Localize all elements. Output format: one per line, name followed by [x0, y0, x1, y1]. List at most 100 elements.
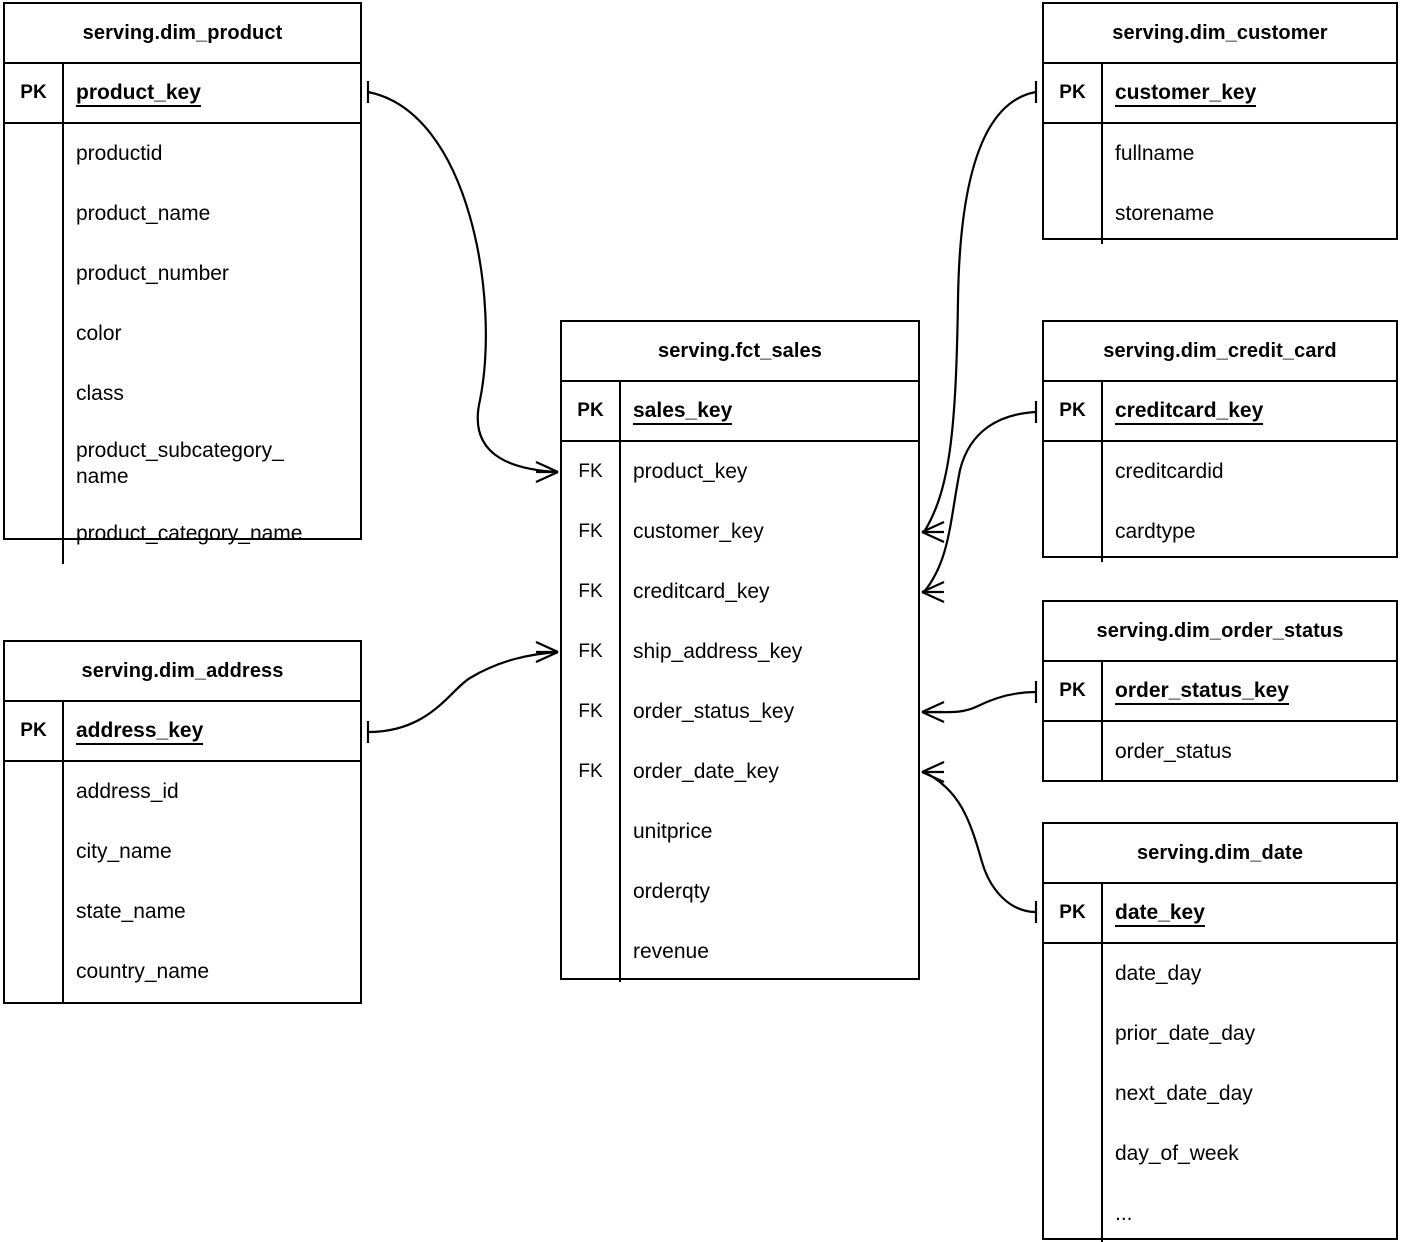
- field-row-storename[interactable]: storename: [1044, 184, 1396, 244]
- entity-dim-customer[interactable]: serving.dim_customer PK customer_key ful…: [1042, 2, 1398, 244]
- field-row-next-date-day[interactable]: next_date_day: [1044, 1064, 1396, 1124]
- field-name: country_name: [76, 960, 210, 983]
- key-marker-empty: [5, 504, 64, 564]
- entity-dim-credit-card[interactable]: serving.dim_credit_card PK creditcard_ke…: [1042, 320, 1398, 562]
- field-row-productid[interactable]: productid: [5, 124, 360, 184]
- key-marker-empty: [5, 304, 64, 364]
- key-marker-empty: [562, 862, 621, 922]
- key-marker-empty: [1044, 1064, 1103, 1124]
- key-marker-empty: [562, 922, 621, 982]
- field-row-order-status[interactable]: order_status: [1044, 722, 1396, 782]
- key-marker-empty: [1044, 184, 1103, 244]
- field-row-fk-customer-key[interactable]: FK customer_key: [562, 502, 918, 562]
- relationship-address: [366, 640, 559, 743]
- crowsfoot-credit-card-lower: [921, 590, 945, 604]
- field-row-address-key[interactable]: PK address_key: [5, 702, 360, 762]
- field-name: customer_key: [633, 520, 764, 543]
- field-row-cardtype[interactable]: cardtype: [1044, 502, 1396, 562]
- entity-title-dim-date: serving.dim_date: [1044, 824, 1396, 884]
- pk-marker: PK: [562, 382, 621, 440]
- key-marker-empty: [5, 762, 64, 822]
- field-row-state-name[interactable]: state_name: [5, 882, 360, 942]
- key-marker-empty: [1044, 722, 1103, 782]
- field-name: creditcard_key: [633, 580, 770, 603]
- field-row-creditcard-key[interactable]: PK creditcard_key: [1044, 382, 1396, 442]
- field-name: product_subcategory_name: [76, 439, 284, 488]
- field-row-fk-product-key[interactable]: FK product_key: [562, 442, 918, 502]
- relationship-order-status: [921, 681, 1038, 724]
- key-marker-empty: [5, 124, 64, 184]
- key-marker-empty: [1044, 1124, 1103, 1184]
- field-name: address_key: [64, 718, 360, 745]
- fk-marker: FK: [562, 442, 621, 502]
- field-row-product-key[interactable]: PK product_key: [5, 64, 360, 124]
- field-row-day-of-week[interactable]: day_of_week: [1044, 1124, 1396, 1184]
- field-row-fk-order-date-key[interactable]: FK order_date_key: [562, 742, 918, 802]
- field-row-date-day[interactable]: date_day: [1044, 944, 1396, 1004]
- relationship-product: [366, 81, 559, 484]
- field-row-ellipsis[interactable]: ...: [1044, 1184, 1396, 1242]
- key-marker-empty: [1044, 502, 1103, 562]
- field-name: city_name: [76, 840, 172, 863]
- entity-title-dim-address: serving.dim_address: [5, 642, 360, 702]
- entity-dim-address[interactable]: serving.dim_address PK address_key addre…: [3, 640, 362, 1004]
- entity-fct-sales[interactable]: serving.fct_sales PK sales_key FK produc…: [560, 320, 920, 982]
- crowsfoot-date-upper: [921, 760, 945, 774]
- field-row-sales-key[interactable]: PK sales_key: [562, 382, 918, 442]
- field-name: product_category_name: [76, 522, 303, 545]
- field-name: order_status_key: [633, 700, 795, 723]
- field-row-order-status-key[interactable]: PK order_status_key: [1044, 662, 1396, 722]
- key-marker-empty: [562, 802, 621, 862]
- entity-title-dim-product: serving.dim_product: [5, 4, 360, 64]
- entity-title-dim-order-status: serving.dim_order_status: [1044, 602, 1396, 662]
- field-name: creditcardid: [1115, 460, 1224, 483]
- crowsfoot-address-lower: [535, 650, 559, 664]
- pk-marker: PK: [1044, 382, 1103, 440]
- field-row-product-number[interactable]: product_number: [5, 244, 360, 304]
- field-row-address-id[interactable]: address_id: [5, 762, 360, 822]
- field-row-product-subcategory-name[interactable]: product_subcategory_name: [5, 424, 360, 504]
- fk-marker: FK: [562, 682, 621, 742]
- field-row-fk-ship-address-key[interactable]: FK ship_address_key: [562, 622, 918, 682]
- field-name: state_name: [76, 900, 186, 923]
- field-row-prior-date-day[interactable]: prior_date_day: [1044, 1004, 1396, 1064]
- field-row-color[interactable]: color: [5, 304, 360, 364]
- field-row-country-name[interactable]: country_name: [5, 942, 360, 1002]
- field-name: customer_key: [1103, 80, 1396, 107]
- entity-title-dim-credit-card: serving.dim_credit_card: [1044, 322, 1396, 382]
- crowsfoot-product-lower: [535, 470, 559, 484]
- field-row-orderqty[interactable]: orderqty: [562, 862, 918, 922]
- key-marker-empty: [5, 364, 64, 424]
- field-row-product-name[interactable]: product_name: [5, 184, 360, 244]
- field-row-product-category-name[interactable]: product_category_name: [5, 504, 360, 564]
- field-name: order_status: [1115, 740, 1232, 763]
- field-row-revenue[interactable]: revenue: [562, 922, 918, 982]
- field-row-customer-key[interactable]: PK customer_key: [1044, 64, 1396, 124]
- field-row-city-name[interactable]: city_name: [5, 822, 360, 882]
- relationship-credit-card: [921, 401, 1038, 604]
- entity-dim-order-status[interactable]: serving.dim_order_status PK order_status…: [1042, 600, 1398, 782]
- key-marker-empty: [1044, 442, 1103, 502]
- pk-marker: PK: [5, 702, 64, 760]
- entity-dim-product[interactable]: serving.dim_product PK product_key produ…: [3, 2, 362, 564]
- field-name: revenue: [633, 940, 709, 963]
- field-row-fk-order-status-key[interactable]: FK order_status_key: [562, 682, 918, 742]
- entity-dim-date[interactable]: serving.dim_date PK date_key date_day pr…: [1042, 822, 1398, 1242]
- field-name: ...: [1115, 1202, 1133, 1225]
- field-name: next_date_day: [1115, 1082, 1253, 1105]
- field-name: product_name: [76, 202, 211, 225]
- fk-marker: FK: [562, 502, 621, 562]
- crowsfoot-customer-upper: [921, 520, 945, 534]
- field-row-unitprice[interactable]: unitprice: [562, 802, 918, 862]
- field-name: address_id: [76, 780, 179, 803]
- fk-marker: FK: [562, 622, 621, 682]
- field-row-date-key[interactable]: PK date_key: [1044, 884, 1396, 944]
- field-name: unitprice: [633, 820, 713, 843]
- field-name: prior_date_day: [1115, 1022, 1256, 1045]
- relationship-date: [921, 760, 1038, 923]
- field-row-fullname[interactable]: fullname: [1044, 124, 1396, 184]
- field-row-class[interactable]: class: [5, 364, 360, 424]
- field-row-fk-creditcard-key[interactable]: FK creditcard_key: [562, 562, 918, 622]
- field-row-creditcardid[interactable]: creditcardid: [1044, 442, 1396, 502]
